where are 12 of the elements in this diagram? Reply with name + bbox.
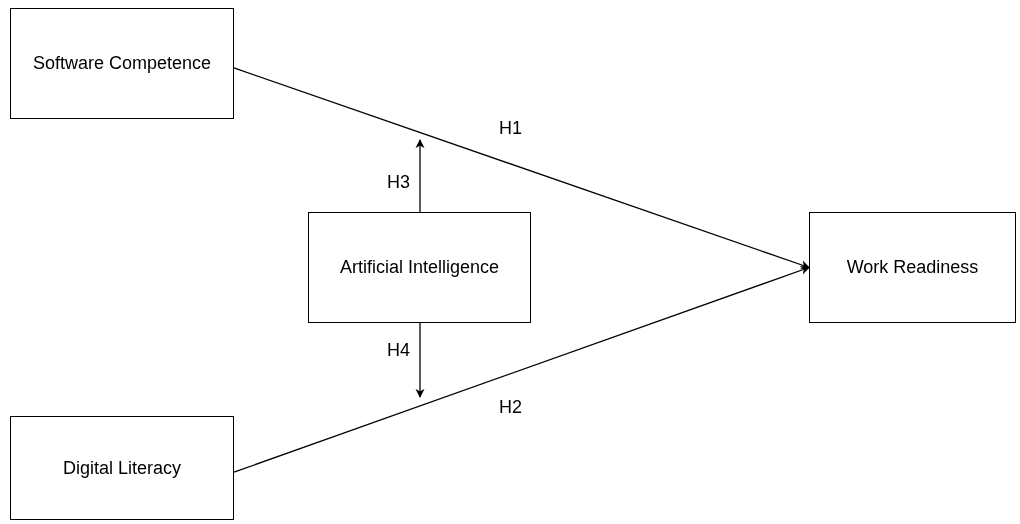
arrow bbox=[233, 67, 810, 270]
box-label: Artificial Intelligence bbox=[339, 256, 500, 280]
box-label: Work Readiness bbox=[846, 256, 979, 280]
process-box bbox=[10, 8, 234, 119]
box-label: Software Competence bbox=[32, 52, 212, 76]
arrow bbox=[415, 322, 425, 398]
process-box bbox=[809, 212, 1016, 323]
arrow bbox=[415, 139, 425, 213]
box-label: Digital Literacy bbox=[62, 456, 181, 480]
arrow bbox=[233, 265, 810, 473]
process-box bbox=[10, 416, 234, 520]
process-box bbox=[308, 212, 531, 323]
